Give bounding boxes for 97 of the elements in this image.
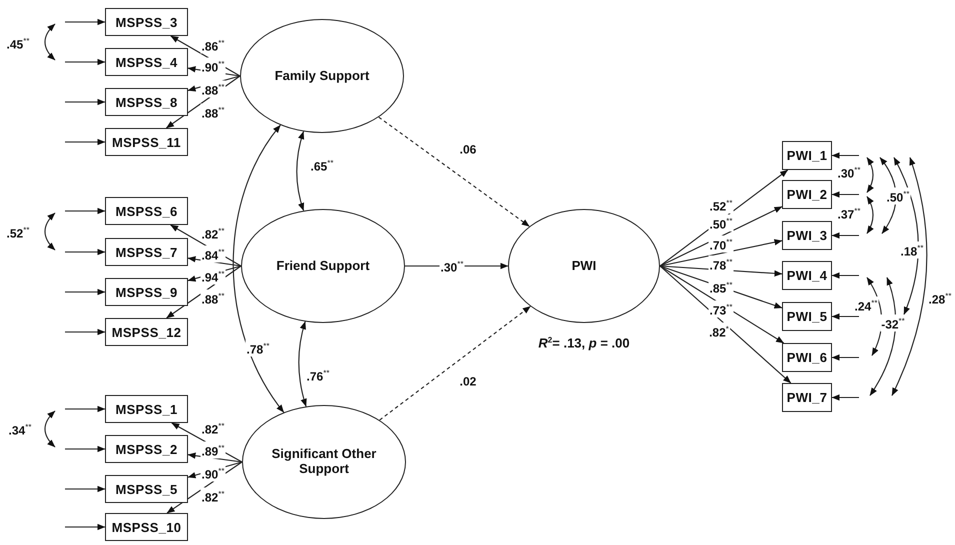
- error-arrow: [65, 288, 106, 296]
- indicator-box: [105, 238, 188, 266]
- indicator-box: [105, 8, 188, 36]
- indicator-box: [782, 141, 832, 170]
- error-arrow: [65, 446, 106, 452]
- loading-arrow: [660, 206, 782, 266]
- variable-name: MSPSS_3: [115, 14, 178, 30]
- error-arrow: [832, 191, 859, 198]
- variable-name: PWI_1: [786, 148, 828, 163]
- error-arrow: [832, 272, 859, 279]
- variable-name: PWI_7: [786, 390, 828, 405]
- indicator-box: [105, 48, 188, 76]
- edge-label: .78$^{**}$: [246, 340, 270, 356]
- indicator-box: [105, 513, 188, 541]
- variable-name: MSPSS_10: [112, 520, 182, 534]
- indicator-box: [105, 197, 188, 225]
- edge-label: .90$^{**}$: [200, 464, 226, 482]
- correlation-arrow: [44, 212, 56, 250]
- variable-name: PWI_5: [786, 309, 828, 324]
- edge-label: .50$^{**}$: [886, 188, 910, 204]
- indicator-box: [782, 180, 832, 209]
- loading-arrow: [660, 239, 782, 267]
- error-arrow: [65, 138, 106, 146]
- edge-label: .90$^{**}$: [200, 58, 226, 74]
- correlation-arrow: [232, 124, 284, 413]
- error-arrow: [65, 208, 106, 214]
- error-arrow: [65, 18, 106, 26]
- variable-name: MSPSS_1: [115, 402, 178, 416]
- error-arrow: [832, 354, 859, 361]
- path-arrow: [379, 306, 531, 421]
- variable-name: MSPSS_12: [112, 324, 182, 340]
- indicator-box: [105, 435, 188, 463]
- edge-label: .78$^{**}$: [708, 256, 734, 272]
- correlation-arrow: [298, 321, 307, 407]
- error-arrow: [65, 248, 106, 256]
- variable-name: PWI: [572, 258, 596, 274]
- edge-label: .89$^{**}$: [200, 442, 226, 458]
- indicator-box: [105, 318, 188, 346]
- indicator-box: [105, 128, 188, 156]
- edge-label: .88$^{**}$: [200, 80, 226, 98]
- edge-label: .82$^{*}$: [708, 322, 730, 340]
- path-arrow: [378, 116, 530, 227]
- indicator-box: [782, 343, 832, 372]
- loading-arrow: [660, 266, 792, 384]
- error-arrow: [65, 406, 106, 412]
- variable-name: PWI_4: [786, 268, 828, 283]
- error-arrow: [65, 524, 106, 530]
- error-arrow: [832, 232, 859, 239]
- edge-label: .24$^{**}$: [854, 296, 878, 314]
- error-arrow: [832, 152, 859, 159]
- edge-label: .84$^{**}$: [200, 246, 226, 262]
- variable-name: PWI_6: [786, 350, 828, 365]
- correlation-arrow: [296, 131, 304, 211]
- variable-name: MSPSS_6: [115, 204, 178, 218]
- edge-label: .82$^{**}$: [200, 488, 226, 504]
- error-arrow: [65, 486, 106, 492]
- correlation-arrow: [866, 196, 874, 234]
- error-arrow: [65, 58, 106, 66]
- indicator-box: [105, 395, 188, 423]
- indicator-box: [105, 88, 188, 116]
- edge-label: -32$^{**}$: [880, 314, 906, 332]
- r-squared-note: R$^{2}$= .13, p = .00: [538, 335, 630, 351]
- indicator-box: [782, 261, 832, 290]
- variable-name: MSPSS_2: [115, 442, 178, 456]
- error-arrow: [65, 328, 106, 336]
- edge-label: .94$^{**}$: [200, 268, 226, 284]
- indicator-box: [782, 302, 832, 331]
- correlation-arrow: [866, 157, 874, 193]
- variable-name: MSPSS_5: [115, 482, 178, 496]
- variable-name: MSPSS_9: [115, 284, 178, 300]
- variable-name: MSPSS_8: [115, 94, 178, 110]
- edge-label: .02: [458, 376, 478, 388]
- indicator-box: [782, 383, 832, 412]
- correlation-arrow: [892, 157, 928, 396]
- variable-name: PWI_3: [786, 228, 828, 243]
- edge-label: .50$^{**}$: [708, 214, 734, 232]
- variable-name: Significant Other Support: [270, 447, 378, 477]
- edge-label: .88$^{**}$: [200, 290, 226, 306]
- variable-name: MSPSS_7: [115, 244, 178, 260]
- indicator-box: [105, 475, 188, 503]
- error-arrow: [832, 313, 859, 320]
- edge-label: .70$^{**}$: [708, 236, 734, 252]
- indicator-box: [782, 221, 832, 250]
- error-arrow: [65, 98, 106, 106]
- variable-name: Family Support: [274, 68, 370, 84]
- error-arrow: [832, 394, 859, 401]
- variable-name: Friend Support: [276, 258, 370, 274]
- indicator-box: [105, 278, 188, 306]
- edge-label: .18$^{**}$: [900, 242, 924, 258]
- correlation-arrow: [44, 24, 56, 60]
- edge-label: .88$^{**}$: [200, 104, 226, 120]
- correlation-arrow: [44, 410, 56, 448]
- variable-name: MSPSS_11: [112, 134, 181, 150]
- variable-name: PWI_2: [786, 187, 828, 202]
- variable-name: MSPSS_4: [115, 54, 178, 70]
- edge-label: .73$^{**}$: [708, 300, 734, 318]
- edge-label: .06: [458, 144, 478, 156]
